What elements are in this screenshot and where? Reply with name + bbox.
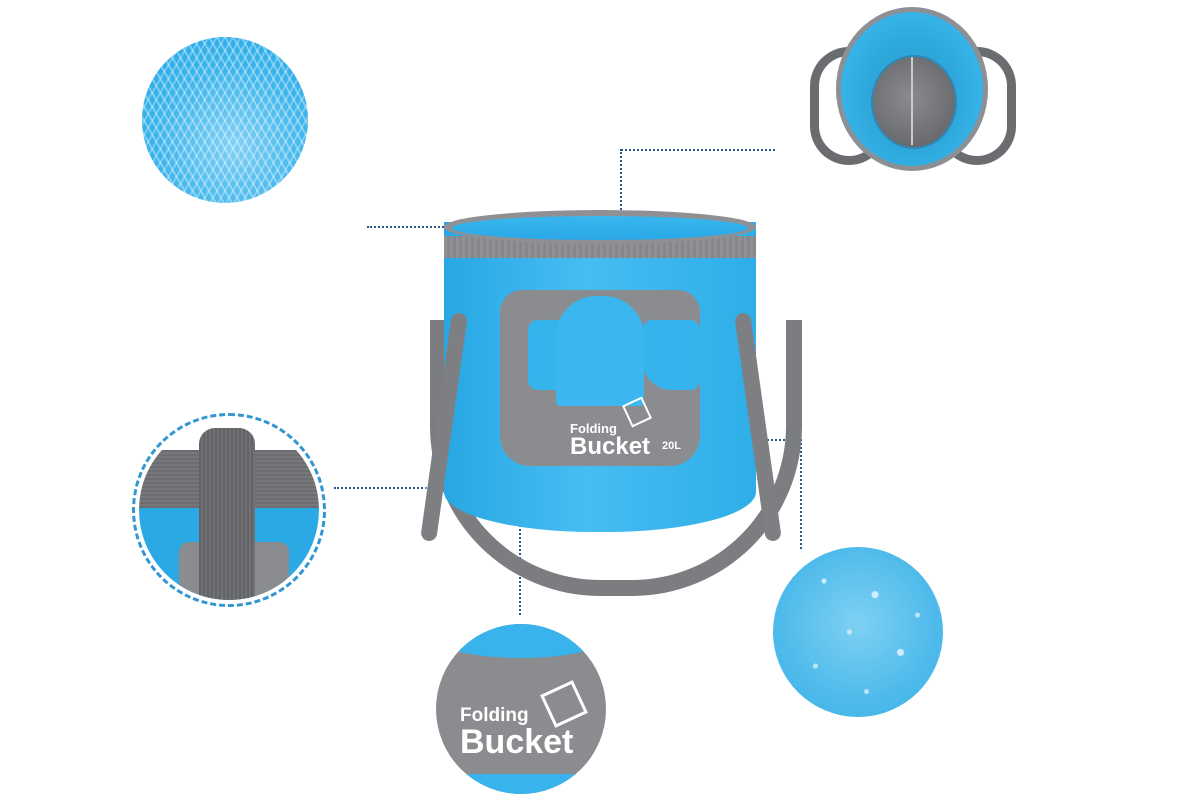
logo-detail-text: Folding Bucket [460,706,573,759]
logo-large-text: Bucket [570,433,651,460]
main-bucket-image: Folding Bucket 20L [420,200,802,600]
callout-line-strap [334,487,430,489]
logo-large-text: Bucket [460,723,574,761]
logo-small-text: Folding [460,705,529,726]
top-view-detail [808,5,1018,175]
strap-loop [199,428,255,600]
bottom-seam [911,57,913,145]
callout-line-topview-v [620,149,622,241]
panel-window [556,296,644,406]
texture-detail-circle [142,37,308,203]
callout-line-topview-h [621,149,775,151]
callout-line-waterproof-v [800,439,802,549]
blue-edge-top [436,624,606,658]
bucket-bottom [871,55,957,149]
strap-detail-circle [132,413,326,607]
handle-cutout-right [642,320,700,390]
blue-edge-bottom [436,774,606,794]
logo-detail-circle: Folding Bucket [436,624,606,794]
bucket-opening [452,216,748,240]
capacity-label: 20L [662,440,681,452]
product-logo: Folding Bucket [570,422,650,459]
waterproof-detail-circle [773,547,943,717]
logo-small-text: Folding [570,421,617,436]
